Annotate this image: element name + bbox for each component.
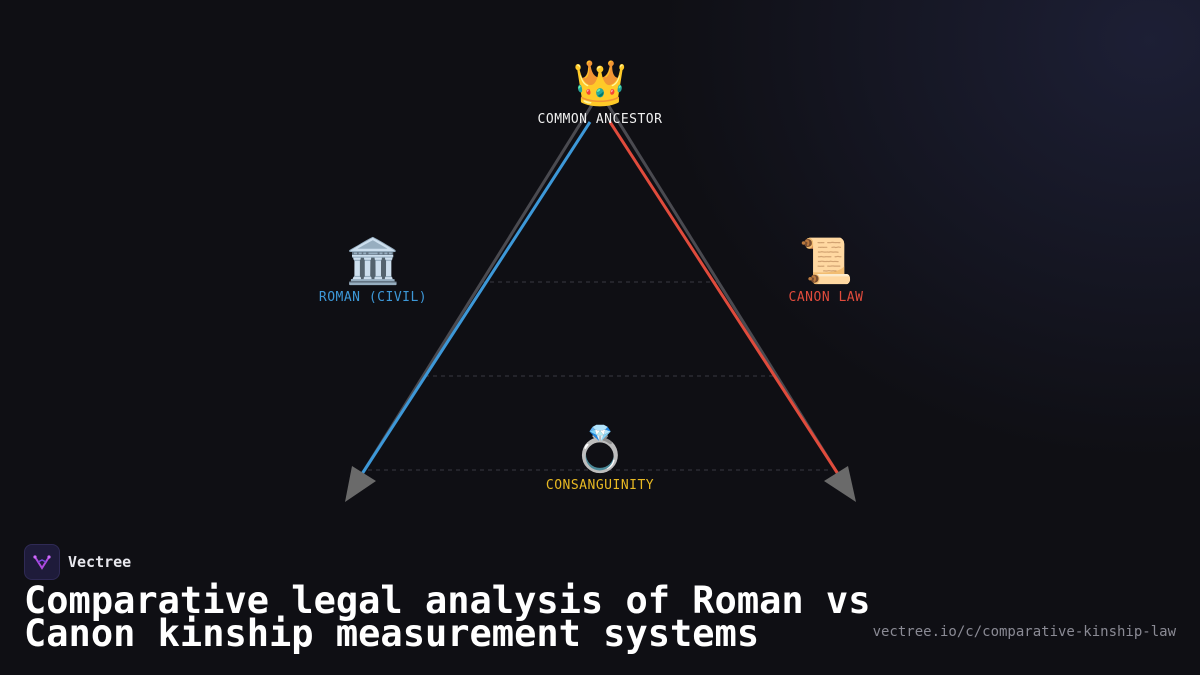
brand-name: Vectree [68,553,132,571]
page-url[interactable]: vectree.io/c/comparative-kinship-law [872,624,1176,640]
roman-civil-label: ROMAN (CIVIL) [318,290,428,305]
page-title: Comparative legal analysis of Roman vs C… [24,579,871,655]
ring-icon: 💍 [572,424,628,475]
roman-path-line [360,121,592,475]
left-arrowhead [345,466,376,502]
canon-law-node: 📜 CANON LAW [789,236,864,305]
canon-law-label: CANON LAW [788,290,864,305]
scroll-icon: 📜 [798,236,854,287]
brand: Vectree [24,544,131,580]
classical-building-icon: 🏛️ [345,236,401,287]
consanguinity-label: CONSANGUINITY [545,478,655,493]
common-ancestor-label: COMMON ANCESTOR [537,112,663,127]
common-ancestor-node: 👑 COMMON ANCESTOR [538,58,663,127]
crown-icon: 👑 [572,58,628,109]
canon-path-line [608,121,840,475]
right-arrowhead [824,466,856,502]
consanguinity-node: 💍 CONSANGUINITY [546,424,654,493]
vectree-logo-icon [24,544,60,580]
roman-civil-node: 🏛️ ROMAN (CIVIL) [319,236,427,305]
